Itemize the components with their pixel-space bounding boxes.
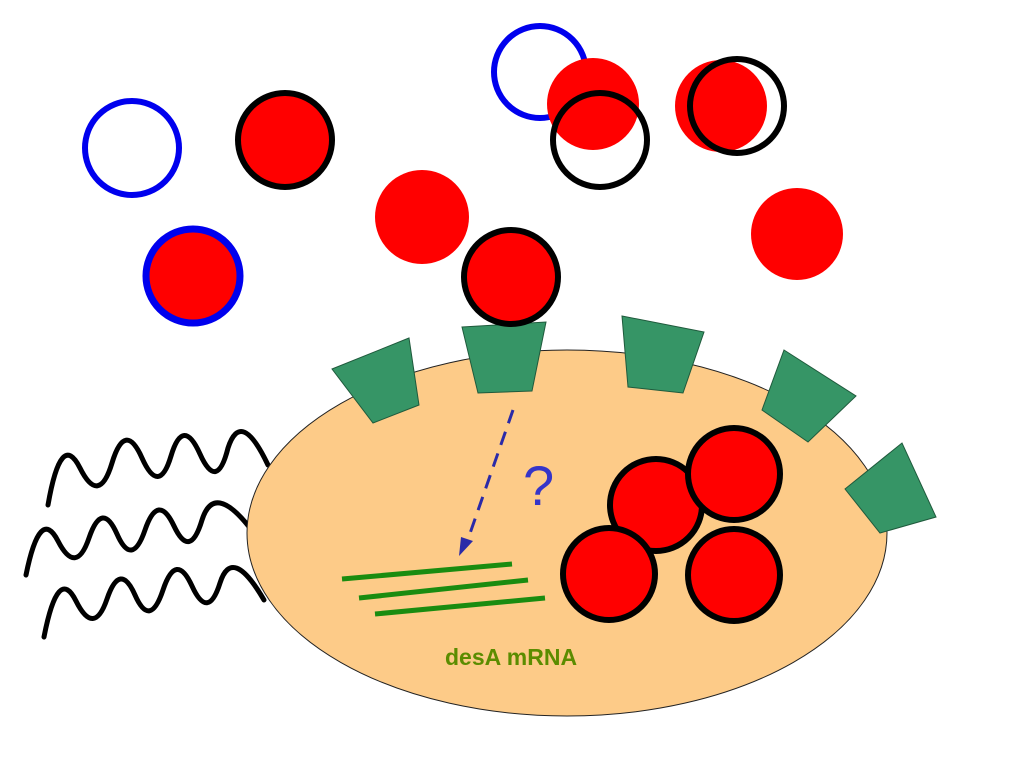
- mrna-label: desA mRNA: [445, 644, 577, 670]
- receptor: [844, 442, 937, 534]
- receptor: [331, 337, 420, 424]
- question-mark-label: ?: [523, 454, 554, 517]
- mrna-strand: [341, 561, 513, 582]
- membrane-receptors: [331, 315, 937, 534]
- arrow-head: [459, 537, 473, 556]
- internal-red-molecule: [685, 526, 783, 624]
- empty-black-ring: [687, 56, 787, 156]
- receptor: [761, 349, 857, 443]
- bound-red-molecule: [461, 227, 561, 327]
- dashed-arrow-shaft: [465, 409, 515, 543]
- flagellum-squiggle: [45, 429, 271, 508]
- internal-red-molecule: [685, 425, 783, 523]
- receptor: [621, 315, 705, 394]
- signal-arrow: [459, 409, 515, 556]
- red-molecule: [375, 170, 469, 264]
- mrna-strand: [358, 577, 529, 601]
- mrna-strand: [374, 595, 546, 617]
- red-molecule: [547, 58, 639, 150]
- flagella: [23, 429, 271, 640]
- external-molecules: [82, 23, 843, 327]
- internal-molecule-cluster: [560, 425, 783, 624]
- internal-red-molecule: [560, 525, 658, 623]
- red-molecule-blue-outline: [142, 225, 244, 327]
- red-molecule-black-outline: [235, 90, 335, 190]
- flagellum-squiggle: [23, 500, 253, 578]
- empty-blue-ring: [82, 98, 182, 198]
- empty-black-ring: [550, 90, 650, 190]
- mrna-strands: [341, 561, 546, 617]
- flagellum-squiggle: [41, 565, 267, 640]
- red-molecule: [751, 188, 843, 280]
